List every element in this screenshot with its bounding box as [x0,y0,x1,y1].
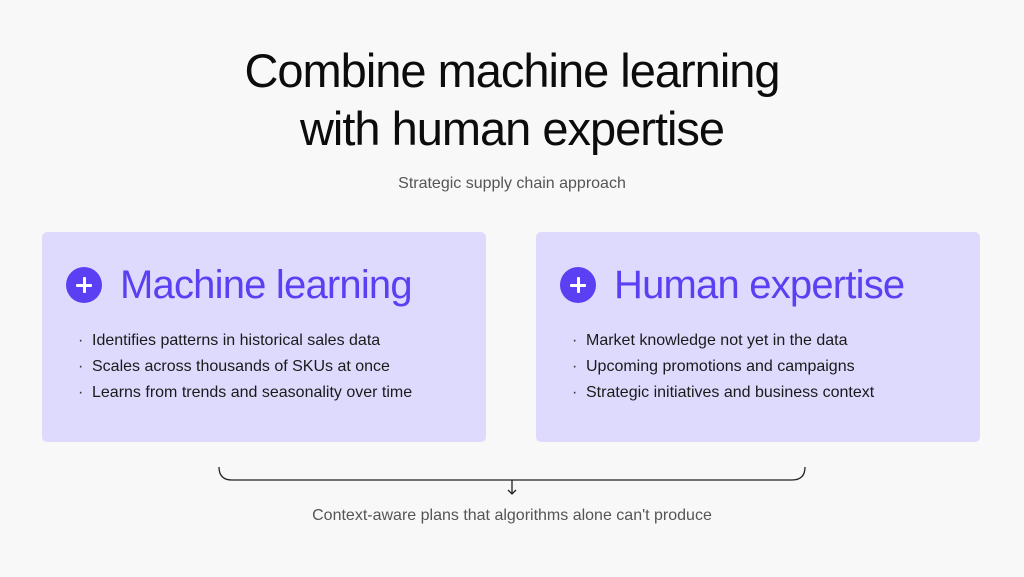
title-line-1: Combine machine learning [244,44,780,97]
list-item: · Identifies patterns in historical sales… [78,328,412,354]
card-header: Human expertise [560,263,905,307]
page-title: Combine machine learning with human expe… [0,42,1024,158]
list-item-text: Upcoming promotions and campaigns [586,358,855,375]
list-item: · Strategic initiatives and business cont… [572,380,874,406]
list-item-text: Strategic initiatives and business conte… [586,384,875,401]
list-item-text: Scales across thousands of SKUs at once [92,358,390,375]
bullet-dot-icon: · [78,358,84,375]
plus-circle-icon [66,267,102,303]
arrow-down-icon [507,480,517,495]
card-title: Human expertise [614,263,905,307]
bullet-dot-icon: · [572,358,578,375]
subtitle: Strategic supply chain approach [398,175,626,192]
bullet-list: · Identifies patterns in historical sales… [78,328,412,406]
bullet-dot-icon: · [78,384,84,401]
human-expertise-card: Human expertise · Market knowledge not ye… [536,232,980,442]
machine-learning-card: Machine learning · Identifies patterns in… [42,232,486,442]
plus-circle-icon [560,267,596,303]
list-item-text: Learns from trends and seasonality over … [92,384,413,401]
bracket-line [218,466,806,481]
bullet-dot-icon: · [78,332,84,349]
bullet-list: · Market knowledge not yet in the data · U… [572,328,874,406]
list-item: · Learns from trends and seasonality over… [78,380,412,406]
bullet-dot-icon: · [572,332,578,349]
list-item: · Market knowledge not yet in the data [572,328,874,354]
list-item: · Scales across thousands of SKUs at once [78,354,412,380]
bullet-dot-icon: · [572,384,578,401]
card-header: Machine learning [66,263,413,307]
combining-bracket [218,466,806,495]
list-item-text: Identifies patterns in historical sales … [92,332,381,349]
list-item-text: Market knowledge not yet in the data [586,332,848,349]
card-title: Machine learning [120,263,413,307]
list-item: · Upcoming promotions and campaigns [572,354,874,380]
footer-caption: Context-aware plans that algorithms alon… [312,507,712,524]
title-line-2: with human expertise [299,102,725,155]
